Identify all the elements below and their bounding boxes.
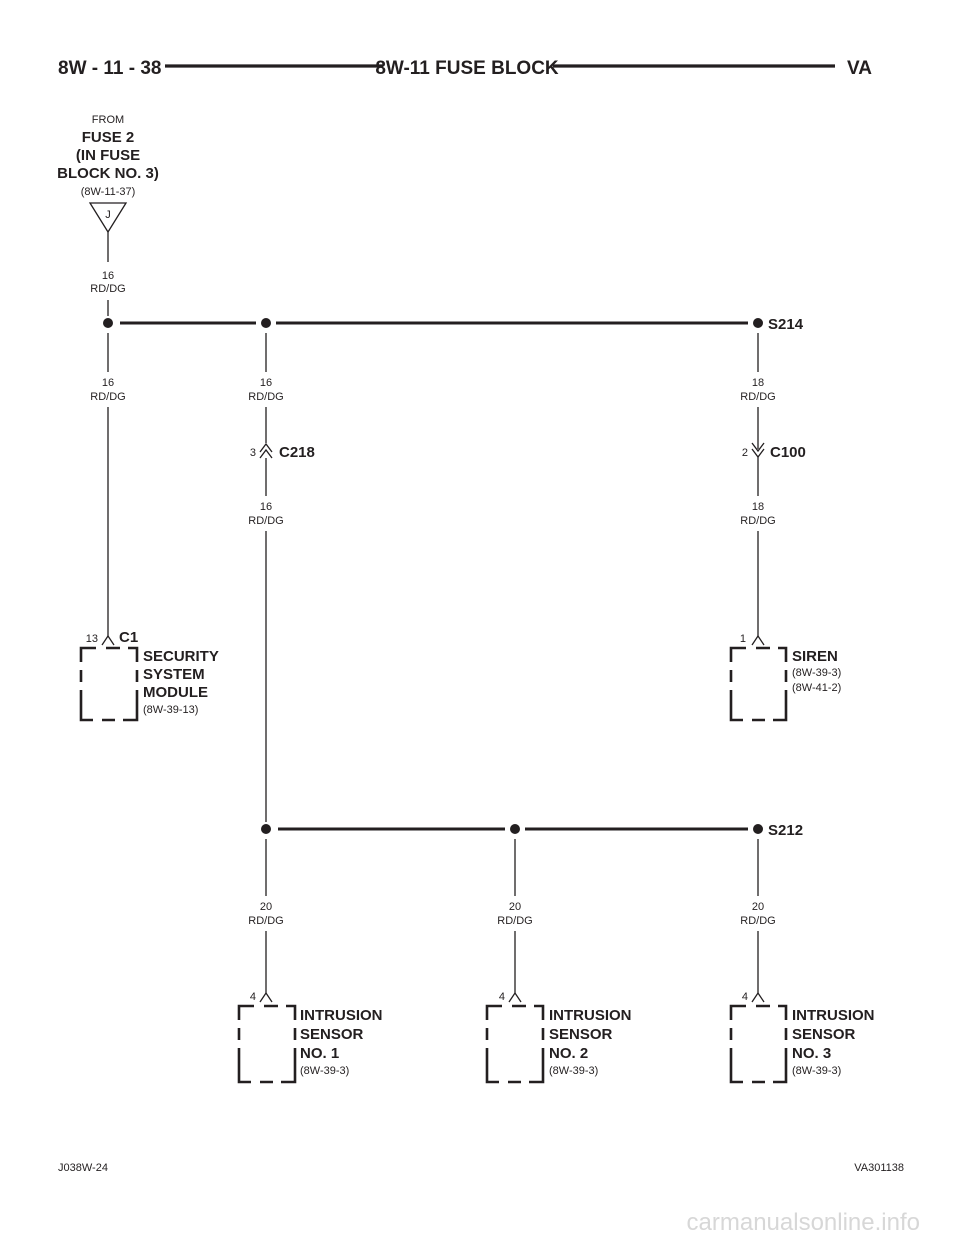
wire-mid-lower-gauge: 16 xyxy=(260,501,272,513)
sensor2-line3: NO. 2 xyxy=(549,1045,588,1062)
splice-dot xyxy=(261,318,271,328)
sensor1-box xyxy=(237,1004,297,1084)
c100-label: C100 xyxy=(770,444,806,461)
sensor3-pin: 4 xyxy=(742,991,748,1003)
sensor2-box xyxy=(485,1004,545,1084)
splice-dot xyxy=(261,824,271,834)
sensor3-ref: (8W-39-3) xyxy=(792,1065,841,1077)
sensor3-line1: INTRUSION xyxy=(792,1007,875,1024)
page-title: 8W-11 FUSE BLOCK xyxy=(375,58,559,79)
pin-terminal-icon xyxy=(259,991,273,1003)
wire-source-color: RD/DG xyxy=(90,283,125,295)
wire-s2-gauge: 20 xyxy=(509,901,521,913)
footer-left-code: J038W-24 xyxy=(58,1162,108,1174)
source-line1: FUSE 2 xyxy=(82,129,135,146)
source-prefix: FROM xyxy=(92,114,124,126)
siren-box xyxy=(729,646,788,722)
source-line2: (IN FUSE xyxy=(76,147,140,164)
source-connector-triangle xyxy=(88,202,128,234)
wire-mid-upper-color: RD/DG xyxy=(248,391,283,403)
siren-name: SIREN xyxy=(792,648,838,665)
wire-left-color: RD/DG xyxy=(90,391,125,403)
pin-terminal-icon xyxy=(751,991,765,1003)
c218-label: C218 xyxy=(279,444,315,461)
watermark: carmanualsonline.info xyxy=(687,1209,920,1236)
c218-connector-icon xyxy=(259,442,273,459)
model-code: VA xyxy=(847,58,872,79)
source-connector-letter: J xyxy=(105,209,111,221)
sensor3-box xyxy=(729,1004,788,1084)
wire-right-upper-color: RD/DG xyxy=(740,391,775,403)
pin-terminal-icon xyxy=(751,634,765,646)
sensor2-ref: (8W-39-3) xyxy=(549,1065,598,1077)
c218-pin: 3 xyxy=(250,447,256,459)
security-module-connector: C1 xyxy=(119,629,138,646)
sensor2-line1: INTRUSION xyxy=(549,1007,632,1024)
wire-s1-gauge: 20 xyxy=(260,901,272,913)
pin-terminal-icon xyxy=(101,634,115,646)
security-module-line3: MODULE xyxy=(143,684,208,701)
siren-ref2: (8W-41-2) xyxy=(792,682,841,694)
wire-source-gauge: 16 xyxy=(102,270,114,282)
sensor3-line2: SENSOR xyxy=(792,1026,856,1043)
siren-pin: 1 xyxy=(740,633,746,645)
wire-mid-lower-color: RD/DG xyxy=(248,515,283,527)
wire-s3-gauge: 20 xyxy=(752,901,764,913)
wire-s2-color: RD/DG xyxy=(497,915,532,927)
splice-s214-label: S214 xyxy=(768,316,804,333)
page-code: 8W - 11 - 38 xyxy=(58,58,162,79)
security-module-ref: (8W-39-13) xyxy=(143,704,198,716)
sensor1-ref: (8W-39-3) xyxy=(300,1065,349,1077)
source-line3: BLOCK NO. 3) xyxy=(57,165,159,182)
security-module-line1: SECURITY xyxy=(143,648,219,665)
wire-s3-color: RD/DG xyxy=(740,915,775,927)
sensor1-line2: SENSOR xyxy=(300,1026,364,1043)
splice-dot xyxy=(510,824,520,834)
security-module-pin: 13 xyxy=(86,633,98,645)
sensor2-line2: SENSOR xyxy=(549,1026,613,1043)
sensor1-pin: 4 xyxy=(250,991,256,1003)
wire-mid-upper-gauge: 16 xyxy=(260,377,272,389)
sensor1-line3: NO. 1 xyxy=(300,1045,339,1062)
wire-left-gauge: 16 xyxy=(102,377,114,389)
security-module-box xyxy=(79,646,139,722)
sensor3-line3: NO. 3 xyxy=(792,1045,831,1062)
security-module-line2: SYSTEM xyxy=(143,666,205,683)
siren-ref1: (8W-39-3) xyxy=(792,667,841,679)
splice-dot xyxy=(753,318,763,328)
wire-right-upper-gauge: 18 xyxy=(752,377,764,389)
source-ref: (8W-11-37) xyxy=(81,186,136,198)
splice-s212-label: S212 xyxy=(768,822,803,839)
wire-s1-color: RD/DG xyxy=(248,915,283,927)
splice-dot xyxy=(103,318,113,328)
splice-dot xyxy=(753,824,763,834)
wire-right-lower-color: RD/DG xyxy=(740,515,775,527)
wire-right-lower-gauge: 18 xyxy=(752,501,764,513)
sensor1-line1: INTRUSION xyxy=(300,1007,383,1024)
sensor2-pin: 4 xyxy=(499,991,505,1003)
c100-pin: 2 xyxy=(742,447,748,459)
pin-terminal-icon xyxy=(508,991,522,1003)
footer-right-code: VA301138 xyxy=(854,1162,904,1174)
